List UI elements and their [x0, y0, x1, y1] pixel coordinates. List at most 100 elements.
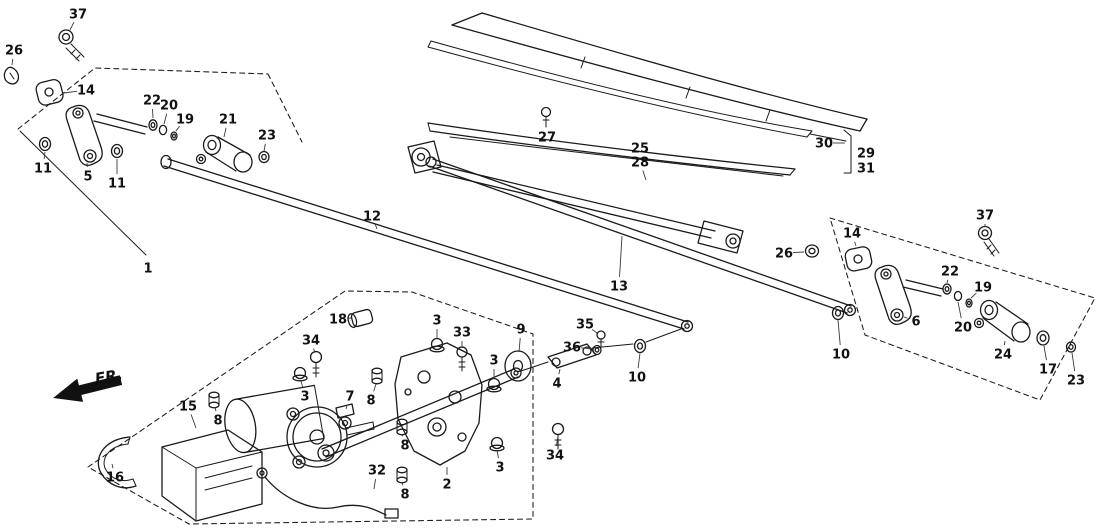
part-callout-20: 20: [954, 321, 972, 336]
callout-leader: [619, 235, 623, 278]
callout-leader: [223, 127, 227, 138]
part-callout-22: 22: [143, 94, 161, 109]
part-callout-18: 18: [329, 313, 347, 328]
callout-leader: [957, 301, 962, 319]
part-callout-9: 9: [516, 323, 525, 338]
part-callout-4: 4: [552, 377, 561, 392]
wiper-motor-assembly: [97, 308, 682, 522]
callout-leader: [637, 352, 641, 369]
part-callout-3: 3: [432, 314, 441, 329]
part-callout-26: 26: [5, 44, 23, 59]
callout-leader: [946, 279, 949, 284]
part-callout-10: 10: [832, 348, 850, 363]
part-callout-2: 2: [442, 478, 451, 493]
part-callout-26: 26: [775, 247, 793, 262]
part-callout-34: 34: [546, 449, 564, 464]
diagram-artwork: [3, 12, 1096, 525]
wiper-arm-assembly: [407, 122, 796, 254]
pivot-assembly-left: [3, 29, 270, 173]
callout-leader: [642, 170, 647, 181]
part-callout-7: 7: [345, 390, 354, 405]
callout-leader: [401, 481, 404, 486]
part-callout-24: 24: [994, 348, 1012, 363]
part-callout-22: 22: [941, 265, 959, 280]
callout-leader: [1043, 345, 1047, 361]
part-callout-37: 37: [976, 209, 994, 224]
part-callout-21: 21: [219, 113, 237, 128]
part-callout-8: 8: [400, 439, 409, 454]
part-callout-23: 23: [1067, 374, 1085, 389]
callout-leader: [111, 463, 114, 469]
callout-leader: [345, 404, 348, 410]
part-callout-14: 14: [77, 84, 95, 99]
part-callout-16: 16: [106, 471, 124, 486]
callout-leader: [373, 383, 377, 392]
assembly-boundary-left: [17, 67, 303, 143]
callout-leader: [558, 368, 561, 375]
fr-direction-arrow: [53, 375, 123, 402]
callout-leader: [190, 414, 197, 429]
callout-leader: [1071, 352, 1076, 372]
part-callout-28: 28: [631, 156, 649, 171]
callout-leader: [792, 251, 805, 254]
callout-leader: [903, 316, 908, 319]
callout-leader: [374, 224, 378, 230]
callout-leader: [580, 347, 594, 350]
callout-leader: [163, 113, 168, 125]
part-callout-8: 8: [400, 488, 409, 503]
part-callout-37: 37: [69, 8, 87, 23]
callout-leader: [496, 449, 499, 459]
callout-leader: [175, 125, 180, 132]
part-callout-5: 5: [83, 170, 92, 185]
linkage-rod-short: [425, 156, 857, 317]
part-callout-19: 19: [974, 281, 992, 296]
callout-leader: [518, 337, 521, 353]
callout-leader: [591, 329, 598, 334]
blade-pivot-screw: [540, 106, 552, 128]
callout-leader: [263, 143, 266, 152]
part-callout-1: 1: [143, 262, 152, 277]
callout-leader: [300, 380, 304, 388]
callout-leader: [1003, 340, 1006, 346]
part-callout-8: 8: [213, 414, 222, 429]
part-callout-25: 25: [631, 142, 649, 157]
callout-leader: [837, 319, 841, 346]
callout-leader: [69, 21, 75, 31]
part-callout-30: 30: [815, 137, 833, 152]
leader-to-part-1: [19, 130, 147, 256]
linkage-rod-long: [160, 154, 694, 333]
assembly-boundary-motor: [87, 290, 534, 525]
part-callout-32: 32: [368, 464, 386, 479]
callout-leader: [11, 58, 14, 66]
callout-leader: [970, 292, 977, 299]
part-callout-14: 14: [843, 227, 861, 242]
part-callout-31: 31: [857, 162, 875, 177]
part-callout-12: 12: [363, 210, 381, 225]
callout-leader: [373, 478, 377, 490]
part-callout-3: 3: [489, 354, 498, 369]
part-callout-23: 23: [258, 129, 276, 144]
pivot-assembly-right: [804, 225, 1077, 353]
callout-leader: [401, 433, 404, 437]
callout-leader: [313, 348, 316, 354]
callout-leader: [214, 406, 217, 412]
part-callout-11: 11: [34, 162, 52, 177]
part-callout-17: 17: [1039, 363, 1057, 378]
part-callout-35: 35: [576, 318, 594, 333]
callout-leader: [63, 90, 78, 94]
part-callout-3: 3: [300, 390, 309, 405]
part-callout-36: 36: [563, 341, 581, 356]
callout-leader: [854, 241, 857, 247]
part-callout-33: 33: [453, 326, 471, 341]
part-callout-11: 11: [108, 177, 126, 192]
part-callout-13: 13: [610, 280, 628, 295]
part-callout-20: 20: [160, 99, 178, 114]
wiper-blade-assembly: [427, 12, 868, 174]
assembly-boundary-right: [829, 217, 1096, 401]
part-callout-29: 29: [857, 147, 875, 162]
part-callout-6: 6: [911, 315, 920, 330]
part-callout-10: 10: [628, 371, 646, 386]
